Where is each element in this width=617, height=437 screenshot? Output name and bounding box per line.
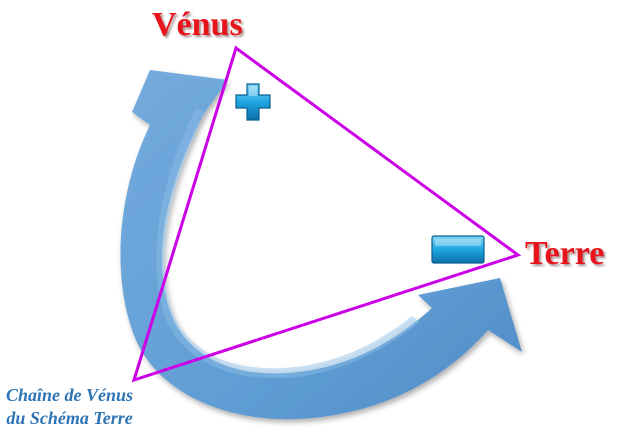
caption-line-2: du Schéma Terre: [6, 408, 133, 428]
diagram-caption: Chaîne de Vénus du Schéma Terre: [6, 384, 133, 430]
terre-label: Terre: [525, 235, 605, 272]
caption-line-1: Chaîne de Vénus: [6, 385, 134, 405]
curved-arrow-highlight: [156, 108, 420, 379]
triangle-outline: [131, 45, 522, 383]
venus-label: Vénus: [152, 6, 243, 43]
curved-arrow-body: [120, 70, 522, 420]
minus-sign-icon: [431, 235, 485, 264]
plus-sign-icon: [235, 83, 271, 121]
